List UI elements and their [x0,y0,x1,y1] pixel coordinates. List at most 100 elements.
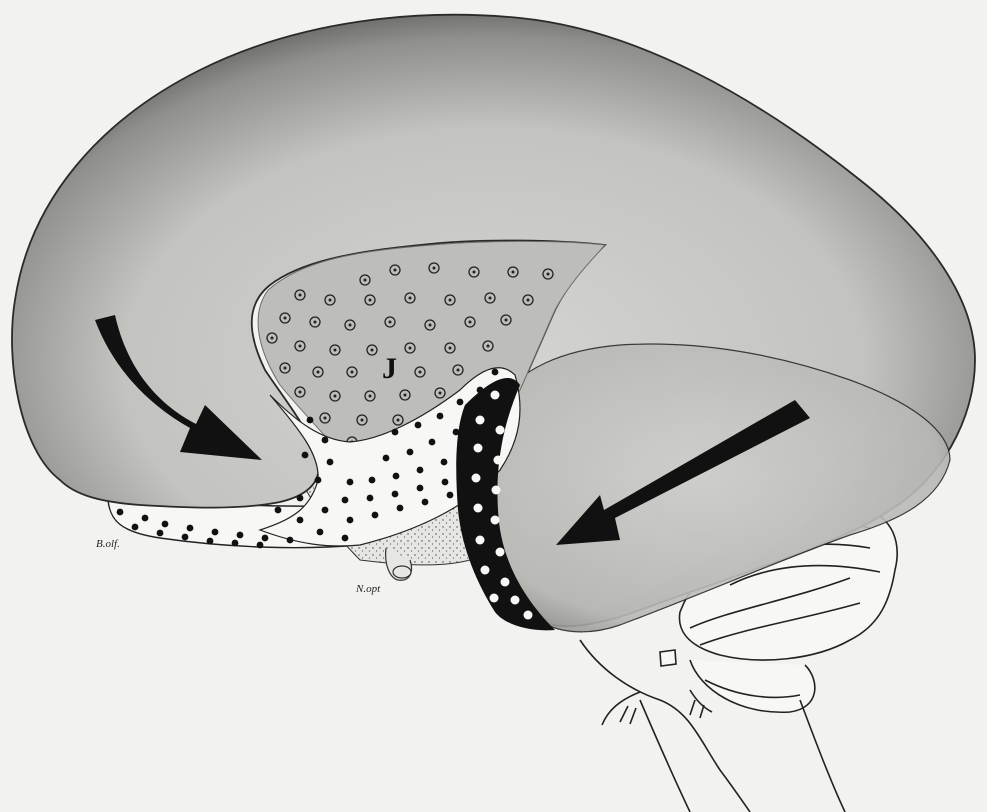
pattern-dot [473,271,476,274]
pattern-dot [182,534,189,541]
pattern-dot [284,317,287,320]
pattern-dot [369,477,376,484]
pattern-dot [490,594,499,603]
pattern-dot [271,337,274,340]
pattern-dot [142,515,149,522]
pattern-dot [327,459,334,466]
pattern-dot [322,437,329,444]
pattern-dot [372,512,379,519]
pattern-dot [397,505,404,512]
pattern-dot [317,529,324,536]
pattern-dot [441,459,448,466]
pattern-dot [409,347,412,350]
pattern-dot [342,497,349,504]
pattern-dot [457,399,464,406]
pattern-dot [315,477,322,484]
pattern-dot [492,369,499,376]
olfactory-bulb-label: B.olf. [96,538,120,550]
pattern-dot [232,540,239,547]
pattern-dot [212,529,219,536]
pattern-dot [207,538,214,545]
pattern-dot [393,473,400,480]
pattern-dot [369,299,372,302]
pattern-dot [491,391,500,400]
pattern-dot [342,535,349,542]
pattern-dot [489,297,492,300]
pattern-dot [494,456,503,465]
pattern-dot [383,455,390,462]
pattern-dot [476,416,485,425]
pattern-dot [364,279,367,282]
pattern-dot [501,578,510,587]
pattern-dot [371,349,374,352]
pattern-dot [415,422,422,429]
pattern-dot [409,297,412,300]
pattern-dot [496,426,505,435]
pattern-dot [437,413,444,420]
pattern-dot [505,319,508,322]
pattern-dot [347,517,354,524]
pattern-dot [299,345,302,348]
pattern-dot [474,504,483,513]
pattern-dot [389,321,392,324]
pattern-dot [433,267,436,270]
pattern-dot [397,419,400,422]
pattern-dot [472,474,481,483]
pattern-dot [457,369,460,372]
pattern-dot [524,611,533,620]
pattern-dot [422,499,429,506]
pattern-dot [512,271,515,274]
pattern-dot [442,479,449,486]
pattern-dot [307,417,314,424]
pattern-dot [492,486,501,495]
pattern-dot [449,299,452,302]
pattern-dot [361,419,364,422]
pattern-dot [162,521,169,528]
pattern-dot [284,367,287,370]
pattern-dot [132,524,139,531]
pattern-dot [439,392,442,395]
pattern-dot [302,452,309,459]
pattern-dot [257,542,264,549]
pattern-dot [491,516,500,525]
pattern-dot [347,479,354,486]
pattern-dot [429,439,436,446]
pattern-dot [297,517,304,524]
pattern-dot [187,525,194,532]
pattern-dot [322,507,329,514]
pattern-dot [275,507,282,514]
pattern-dot [394,269,397,272]
pattern-dot [487,345,490,348]
pattern-dot [547,273,550,276]
pattern-dot [404,394,407,397]
pattern-dot [429,324,432,327]
pattern-dot [369,395,372,398]
pattern-dot [476,536,485,545]
pattern-dot [417,467,424,474]
pattern-dot [349,324,352,327]
pattern-dot [419,371,422,374]
pattern-dot [469,321,472,324]
pattern-dot [297,495,304,502]
pattern-dot [351,371,354,374]
pattern-dot [511,596,520,605]
pattern-dot [367,495,374,502]
pattern-dot [314,321,317,324]
pattern-dot [447,492,454,499]
pattern-dot [392,429,399,436]
pattern-dot [474,444,483,453]
optic-nerve-label: N.opt [355,583,381,595]
pattern-dot [392,491,399,498]
pattern-dot [287,537,294,544]
pattern-dot [324,417,327,420]
pattern-dot [334,395,337,398]
pattern-dot [157,530,164,537]
pattern-dot [299,294,302,297]
pattern-dot [334,349,337,352]
pattern-dot [449,347,452,350]
pattern-dot [329,299,332,302]
pattern-dot [317,371,320,374]
pattern-dot [262,535,269,542]
pattern-dot [117,509,124,516]
